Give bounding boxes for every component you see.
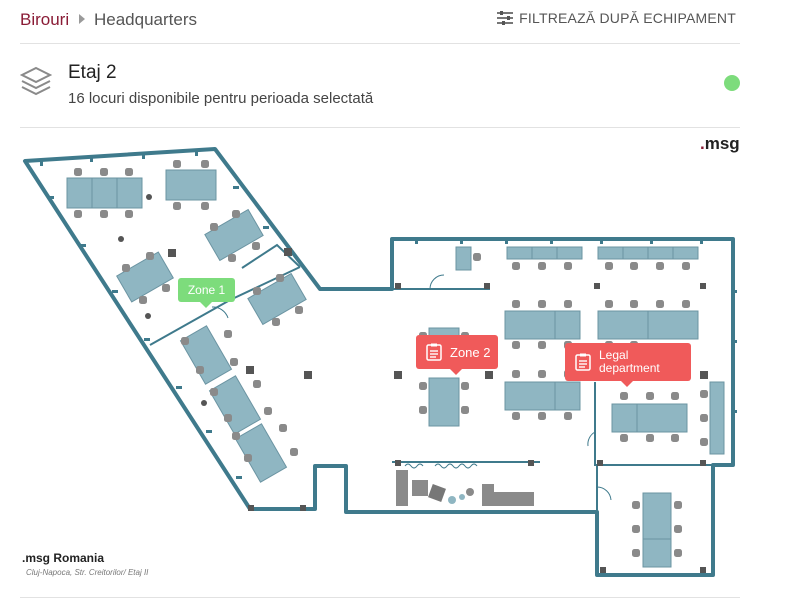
company-name: .msg Romania bbox=[22, 551, 105, 565]
filter-equipment-label: FILTREAZĂ DUPĂ ECHIPAMENT bbox=[519, 10, 736, 26]
wall-stub bbox=[40, 150, 737, 479]
breadcrumb-current: Headquarters bbox=[94, 10, 198, 29]
lounge-furniture bbox=[396, 463, 534, 506]
floor-header: Etaj 2 16 locuri disponibile pentru peri… bbox=[20, 44, 740, 128]
door-arc bbox=[211, 274, 612, 501]
zone-2-label: Zone 2 bbox=[450, 344, 491, 360]
breadcrumb-root-link[interactable]: Birouri bbox=[20, 10, 70, 29]
status-indicator bbox=[724, 75, 740, 91]
availability-text: 16 locuri disponibile pentru perioada se… bbox=[68, 90, 374, 107]
breadcrumb-separator-icon bbox=[79, 14, 85, 24]
sliders-icon bbox=[497, 11, 514, 25]
desk[interactable] bbox=[66, 169, 725, 568]
zone-2-tag[interactable]: Zone 2 bbox=[416, 335, 498, 375]
pillar bbox=[118, 194, 708, 573]
top-bar: Birouri Headquarters FILTREAZĂ DUPĂ ECHI… bbox=[20, 0, 740, 44]
filter-equipment-button[interactable]: FILTREAZĂ DUPĂ ECHIPAMENT bbox=[497, 8, 736, 28]
floor-plan[interactable] bbox=[0, 128, 800, 598]
clipboard-icon bbox=[575, 353, 591, 371]
divider bbox=[20, 597, 740, 598]
floor-title: Etaj 2 bbox=[68, 62, 117, 83]
msg-logo: .msg bbox=[700, 134, 740, 153]
outer-wall bbox=[23, 147, 735, 577]
clipboard-icon bbox=[426, 343, 442, 361]
layers-icon bbox=[20, 66, 52, 96]
zone-1-tag[interactable]: Zone 1 bbox=[178, 278, 235, 308]
company-address: Cluj-Napoca, Str. Creitorilor/ Etaj II bbox=[26, 568, 149, 577]
